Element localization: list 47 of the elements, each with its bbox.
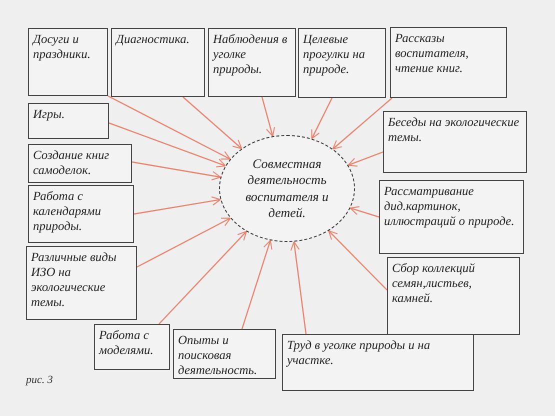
box-text: Совместная деятельность воспитателя и детей. — [244, 156, 330, 221]
arrow — [134, 196, 221, 215]
arrow — [241, 240, 272, 330]
arrow — [348, 151, 384, 167]
activity-box — [282, 334, 474, 391]
box-text: Создание книг самоделок. — [33, 148, 110, 177]
activity-box — [28, 103, 109, 139]
activity-box — [94, 324, 170, 370]
box-text: Сбор коллекций семян,листьев, камней. — [392, 261, 475, 305]
activity-box — [28, 28, 108, 96]
box-text: Рассматривание дид.картинок, иллюстраций о природе. — [384, 184, 514, 228]
activity-box — [111, 28, 205, 97]
activity-box — [390, 27, 507, 98]
activity-box — [383, 111, 527, 173]
activity-box — [208, 28, 296, 97]
arrow — [350, 206, 380, 218]
box-text: Работа с календарями природы. — [33, 189, 101, 233]
activity-box — [28, 185, 134, 243]
arrow — [132, 161, 222, 180]
box-text: Целевые прогулки на природе. — [303, 32, 365, 76]
box-text: Различные виды ИЗО на экологические темы. — [31, 250, 116, 309]
arrow — [328, 230, 388, 290]
box-text: Опыты и поисковая деятельность. — [178, 333, 258, 377]
box-text: Диагностика. — [116, 32, 190, 46]
activity-box — [173, 329, 276, 379]
activity-box — [298, 28, 386, 98]
arrow — [108, 95, 231, 160]
box-text: Игры. — [33, 107, 65, 121]
box-text: Беседы на экологические темы. — [388, 115, 520, 144]
arrow — [158, 230, 247, 324]
box-text: Труд в уголке природы и на участке. — [287, 338, 430, 367]
activity-box — [379, 180, 524, 254]
arrow — [290, 241, 307, 334]
box-text: Досуги и праздники. — [33, 32, 90, 61]
arrow — [108, 122, 226, 168]
box-text: Наблюдения в уголке природы. — [213, 32, 288, 76]
box-text: Работа с моделями. — [99, 328, 154, 357]
activity-box — [28, 144, 132, 183]
box-text: Рассказы воспитателя, чтение книг. — [395, 31, 469, 75]
arrow — [261, 96, 276, 137]
activity-box — [26, 246, 137, 320]
arrow — [311, 98, 333, 140]
arrow — [182, 96, 242, 150]
activity-box — [387, 257, 520, 335]
arrow — [332, 98, 392, 150]
figure-caption: рис. 3 — [26, 374, 53, 386]
arrow — [136, 218, 231, 268]
